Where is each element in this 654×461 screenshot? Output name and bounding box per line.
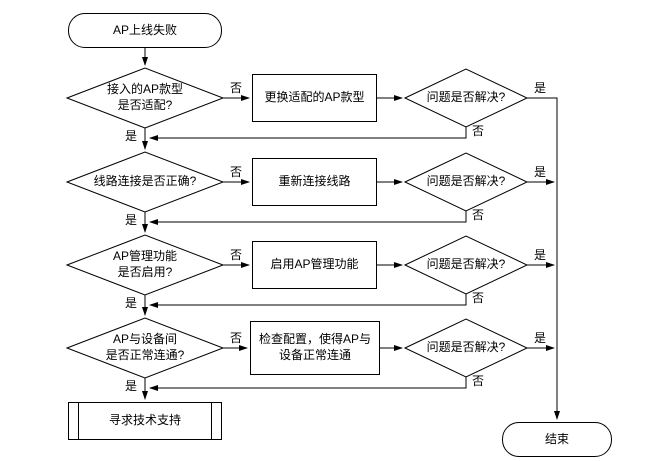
- decision-diamond-question4: [65, 317, 225, 379]
- decision-diamond-question1: [65, 67, 225, 129]
- line-yes-check1-to-end: [527, 97, 560, 420]
- action4-box: 检查配置，使得AP与 设备正常连通: [250, 321, 380, 375]
- end-label: 结束: [544, 431, 569, 446]
- decision-diamond-question2: [65, 151, 225, 213]
- action2-label: 重新连接线路: [278, 174, 351, 189]
- action3-label: 启用AP管理功能: [270, 257, 359, 272]
- connectors: [142, 48, 560, 420]
- decision-diamond-question3: [65, 234, 225, 296]
- line-no-check2-return: [149, 211, 467, 225]
- start-terminator: AP上线失败: [68, 13, 222, 48]
- decision-diamond-check3: [403, 235, 529, 295]
- action1-label: 更换适配的AP款型: [264, 90, 365, 105]
- action4-label: 检查配置，使得AP与 设备正常连通: [258, 332, 371, 362]
- decision-diamond-check1: [403, 68, 529, 128]
- decision-diamond-check2: [403, 152, 529, 212]
- line-no-check4-return: [149, 377, 467, 391]
- support-label: 寻求技术支持: [108, 413, 181, 428]
- line-no-check3-return: [149, 294, 467, 308]
- line-no-check1-return: [149, 127, 467, 141]
- predefined-process-left-line: [78, 403, 79, 439]
- predefined-process-right-line: [211, 403, 212, 439]
- action2-box: 重新连接线路: [252, 158, 377, 206]
- end-terminator: 结束: [502, 422, 612, 457]
- action3-box: 启用AP管理功能: [252, 241, 377, 289]
- decision-shapes: [65, 67, 529, 379]
- decision-diamond-check4: [403, 318, 529, 378]
- start-label: AP上线失败: [112, 22, 177, 37]
- support-box: 寻求技术支持: [68, 402, 222, 440]
- action1-box: 更换适配的AP款型: [252, 74, 377, 122]
